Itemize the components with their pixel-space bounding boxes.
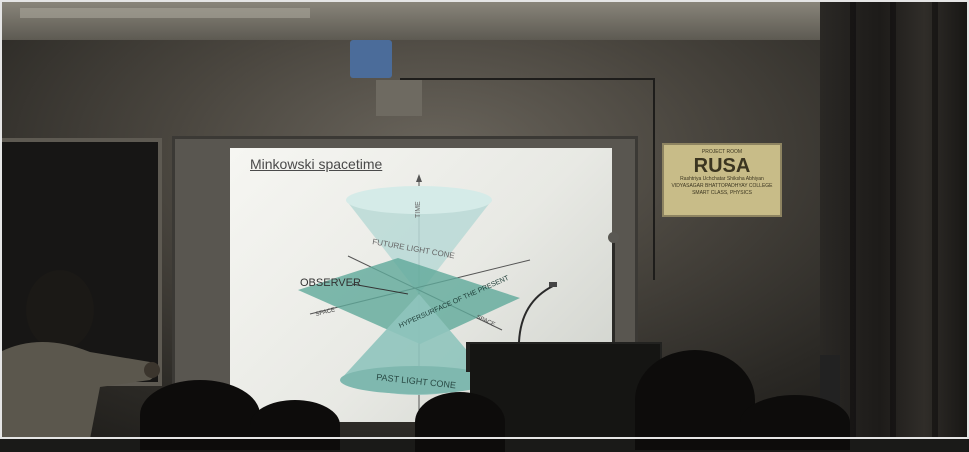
projected-slide: Minkowski spacetime OBSERVER TIME FUTURE… bbox=[230, 148, 612, 422]
arrowhead bbox=[416, 174, 422, 182]
curtain-fold bbox=[932, 0, 938, 439]
cable bbox=[653, 80, 655, 280]
past-cone-base bbox=[340, 366, 492, 394]
audience-head bbox=[415, 392, 505, 452]
rusa-plaque: PROJECT ROOM RUSA Rashtriya Uchchatar Sh… bbox=[662, 143, 782, 217]
plaque-line: Rashtriya Uchchatar Shiksha Abhiyan bbox=[680, 176, 764, 182]
cable bbox=[400, 78, 655, 80]
space-label-right: SPACE bbox=[475, 314, 496, 328]
future-cone-top bbox=[346, 186, 492, 214]
curtain bbox=[820, 0, 969, 439]
board-stand bbox=[612, 235, 615, 345]
hypersurface-plane bbox=[298, 258, 520, 344]
spacetime-diagram: OBSERVER TIME FUTURE LIGHT CONE SPACE SP… bbox=[298, 174, 531, 410]
future-cone bbox=[346, 190, 492, 294]
space-label-left: SPACE bbox=[315, 307, 336, 318]
observer-arrow bbox=[351, 283, 409, 295]
ceiling bbox=[0, 0, 860, 40]
plaque-top-line: PROJECT ROOM bbox=[701, 149, 743, 155]
curtain-fold bbox=[890, 0, 896, 439]
audience-head bbox=[250, 400, 340, 450]
plaque-line: SMART CLASS, PHYSICS bbox=[692, 190, 752, 196]
microphone bbox=[518, 282, 557, 343]
projector-mount bbox=[376, 80, 422, 116]
plaque-line: VIDYASAGAR BHATTOPADHYAY COLLEGE bbox=[671, 183, 773, 189]
presenter bbox=[0, 270, 160, 439]
audience-head bbox=[740, 395, 850, 450]
time-label: TIME bbox=[415, 201, 422, 218]
plaque-name: RUSA bbox=[693, 155, 751, 177]
board-knob bbox=[608, 232, 619, 243]
projector bbox=[350, 40, 392, 78]
audience-head bbox=[635, 350, 755, 450]
ceiling-light bbox=[20, 8, 310, 18]
slide-title: Minkowski spacetime bbox=[250, 156, 383, 172]
curtain-fold bbox=[850, 0, 856, 439]
audience-head bbox=[140, 380, 260, 450]
observer-label: OBSERVER bbox=[300, 277, 361, 289]
